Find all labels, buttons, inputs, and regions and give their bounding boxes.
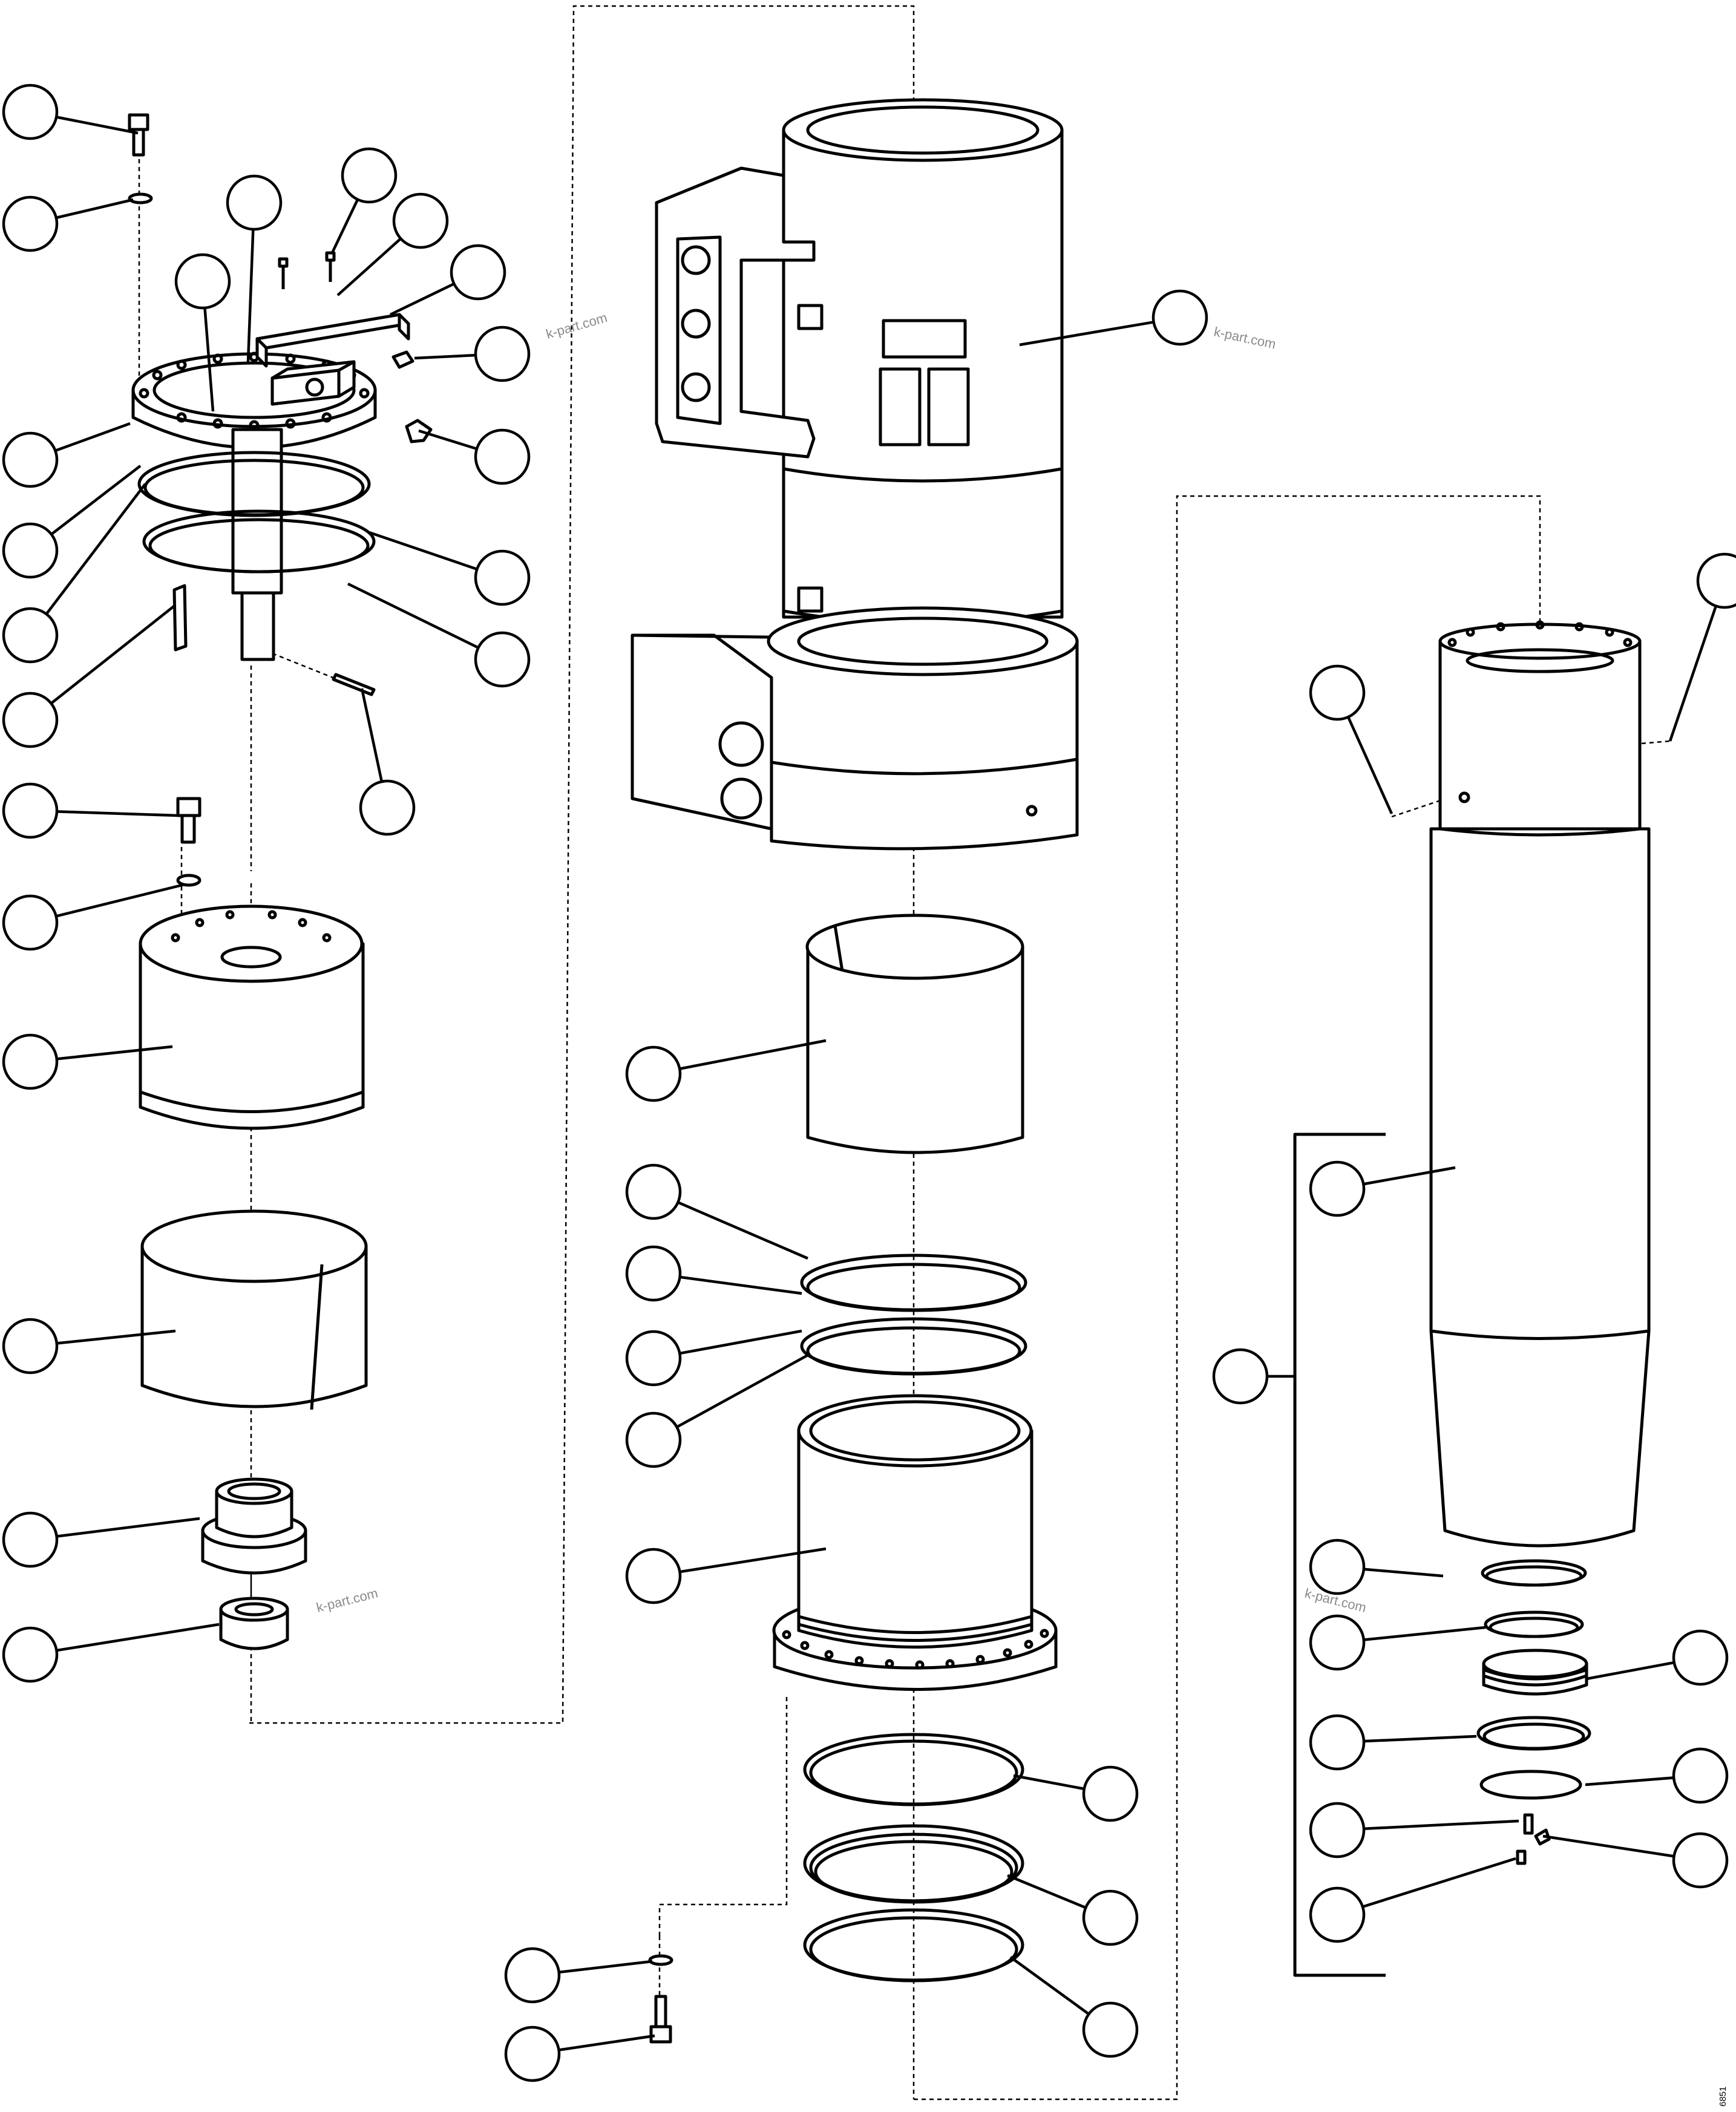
leader-line	[30, 1517, 200, 1541]
part-callout-bubble	[226, 174, 283, 231]
part-callout-bubble	[1082, 2001, 1139, 2058]
center-seal-rings	[800, 1254, 1027, 1376]
leader-line	[652, 1354, 809, 1441]
part-callout-bubble	[1696, 552, 1736, 609]
part-callout-bubble	[474, 631, 531, 688]
part-callout-bubble	[1672, 1629, 1729, 1686]
lower-cylinder-with-flange	[772, 1394, 1058, 1691]
leader-line	[1337, 1857, 1516, 1917]
part-callout-bubble	[450, 244, 506, 301]
leader-line	[1337, 1819, 1519, 1832]
part-callout-bubble	[341, 147, 398, 204]
main-cylinder-housing	[631, 98, 1079, 851]
part-callout-bubble	[2, 431, 59, 488]
part-callout-bubble	[1212, 1348, 1269, 1405]
leader-line	[653, 1547, 827, 1578]
rod-flange-holes	[1447, 620, 1633, 647]
part-callout-bubble	[504, 1947, 561, 2004]
part-callout-bubble	[474, 549, 531, 606]
part-callout-bubble	[474, 428, 531, 485]
part-callout-bubble	[1309, 1538, 1366, 1595]
part-callout-bubble	[625, 1548, 682, 1604]
bottom-bolt-and-washer	[648, 1954, 673, 2044]
part-callout-bubble	[1309, 1714, 1366, 1771]
leader-line	[1668, 580, 1726, 742]
leader-line	[29, 604, 177, 721]
callout-bubbles	[2, 83, 1736, 2082]
leader-line	[29, 483, 146, 636]
part-callout-bubble	[2, 691, 59, 748]
part-callout-bubble	[1309, 1886, 1366, 1943]
part-callout-bubble	[392, 192, 449, 249]
part-callout-bubble	[2, 607, 59, 664]
part-callout-bubble	[359, 779, 416, 836]
center-sleeve	[805, 914, 1024, 1154]
part-callout-bubble	[1309, 1614, 1366, 1671]
watermark: k-part.com	[315, 1585, 379, 1615]
part-callout-bubble	[625, 1330, 682, 1387]
part-callout-bubble	[1082, 1889, 1139, 1946]
watermark: k-part.com	[1213, 324, 1277, 351]
leader-line	[347, 582, 503, 661]
watermark: k-part.com	[544, 310, 609, 342]
part-callout-bubble	[2, 1318, 59, 1375]
part-callout-bubble	[2, 1033, 59, 1090]
bottom-seal-rings	[803, 1733, 1024, 1983]
part-callout-bubble	[625, 1163, 682, 1220]
leader-line	[653, 1039, 827, 1076]
bearing-and-nut	[201, 1477, 307, 1650]
assembly-bracket	[1293, 1133, 1386, 1977]
part-callout-bubble	[174, 253, 231, 310]
top-cover-assembly	[128, 113, 433, 696]
bolt-and-washer	[176, 797, 201, 887]
part-callout-bubble	[625, 1045, 682, 1102]
part-callout-bubble	[2, 1626, 59, 1683]
part-callout-bubble	[474, 325, 531, 382]
drawing-number: 6851	[1718, 2087, 1728, 2107]
part-callout-bubble	[2, 782, 59, 839]
part-callout-bubble	[1309, 1802, 1366, 1859]
part-callout-bubble	[625, 1411, 682, 1468]
lower-flange-holes	[782, 1629, 1049, 1670]
part-callout-bubble	[1151, 289, 1208, 346]
leader-line	[653, 1190, 808, 1260]
part-callout-bubble	[1672, 1832, 1729, 1889]
part-callout-bubble	[1672, 1747, 1729, 1804]
part-callout-bubble	[2, 1511, 59, 1568]
part-callout-bubble	[2, 522, 59, 579]
part-callout-bubble	[2, 195, 59, 252]
part-callout-bubble	[2, 83, 59, 140]
part-callout-bubble	[1082, 1765, 1139, 1822]
leader-line	[30, 1623, 220, 1656]
lower-cylinder-housing	[139, 904, 365, 1130]
part-callout-bubble	[504, 2025, 561, 2082]
piston-rod-assembly	[1429, 620, 1651, 1548]
rod-end-seals	[1476, 1559, 1591, 1865]
part-callout-bubble	[1309, 664, 1366, 721]
part-callout-bubble	[625, 1245, 682, 1302]
sleeve-bushing	[140, 1209, 368, 1410]
part-callout-bubble	[1309, 1160, 1366, 1217]
part-callout-bubble	[2, 894, 59, 951]
